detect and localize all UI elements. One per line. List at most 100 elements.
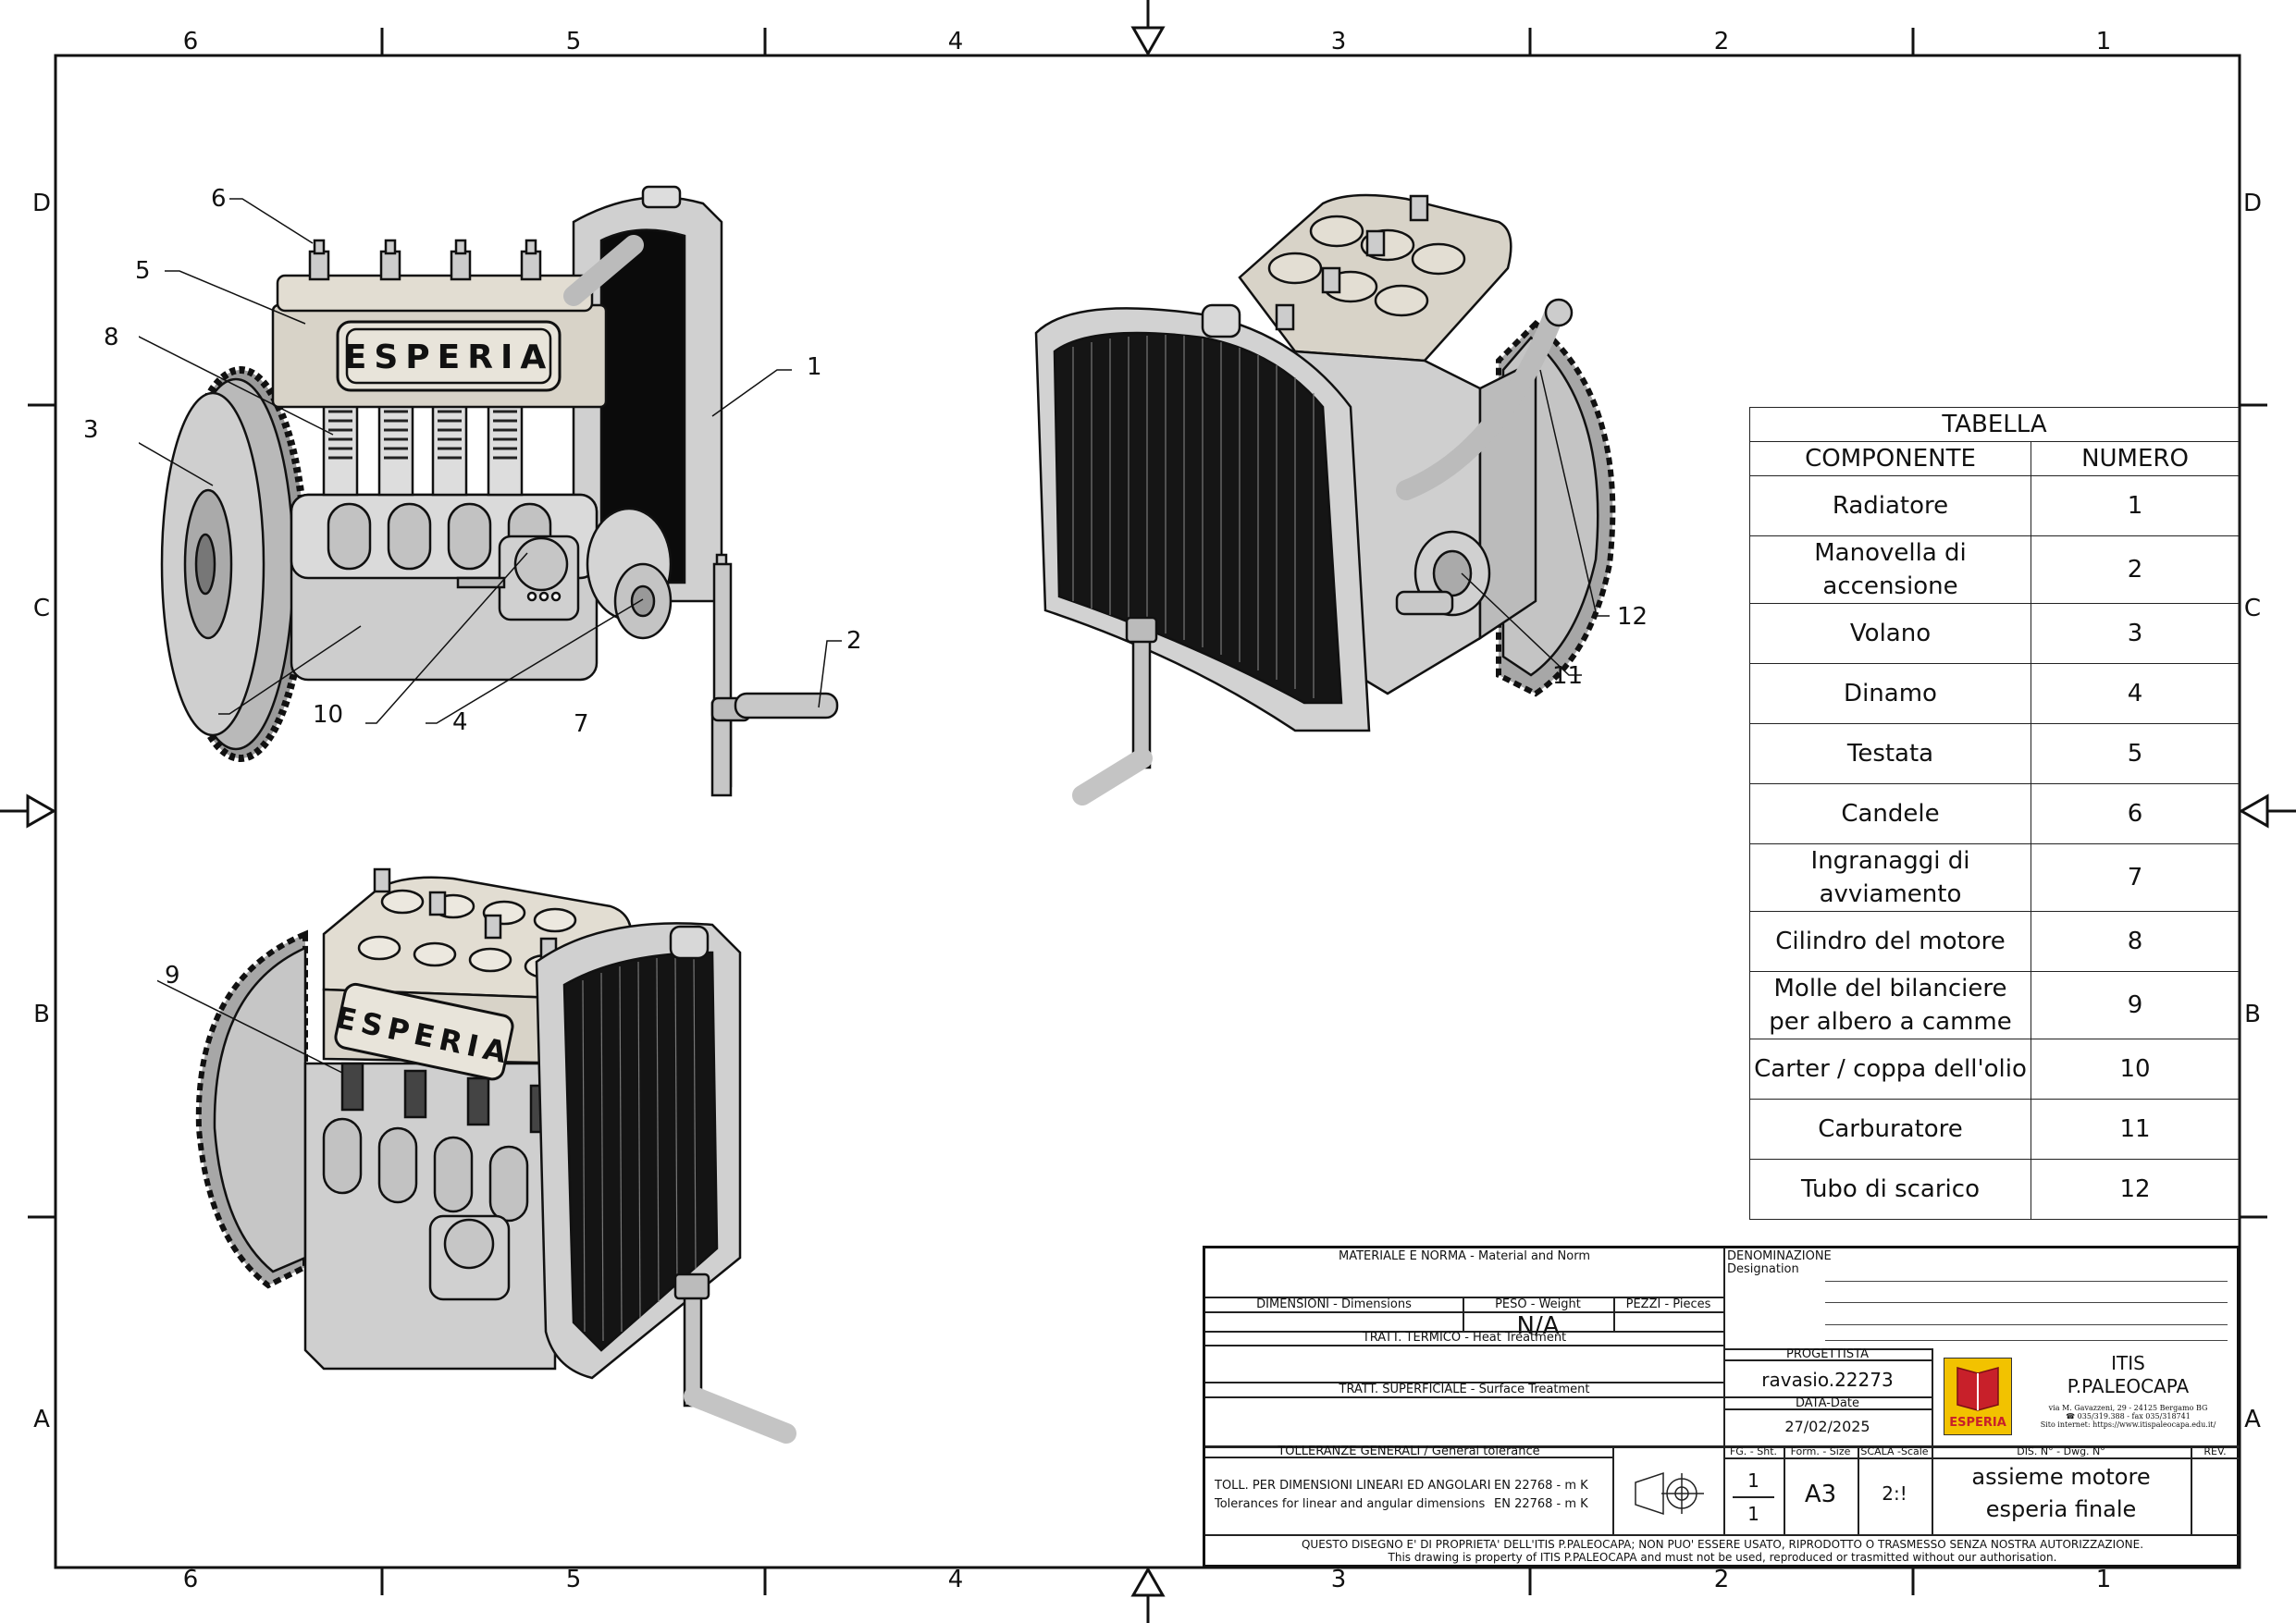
callout-12: 12 (1617, 603, 1648, 631)
component-name: Volano (1749, 603, 2031, 664)
component-name: Ingranaggi di avviamento (1749, 843, 2031, 912)
zone-col-4-top: 4 (947, 28, 964, 55)
component-name: Radiatore (1749, 475, 2031, 536)
revision-label: REV. (2203, 1445, 2227, 1457)
zone-row-d-right: D (2242, 190, 2263, 217)
designer-value: ravasio.22273 (1761, 1369, 1894, 1391)
component-number: 11 (2031, 1099, 2240, 1160)
date-value: 27/02/2025 (1784, 1418, 1870, 1435)
callout-2: 2 (846, 627, 862, 655)
drawing-number-label: DIS. N° - Dwg. N° (2017, 1445, 2105, 1457)
format-label: Form. - Size (1790, 1445, 1851, 1457)
zone-col-1-bottom: 1 (2095, 1566, 2112, 1593)
component-number: 3 (2031, 603, 2240, 664)
school-logo: ESPERIA (1944, 1358, 2012, 1435)
material-label: MATERIALE E NORMA - Material and Norm (1339, 1249, 1590, 1263)
engine-iso-view-right (1034, 193, 1616, 805)
table-header-number: NUMERO (2031, 441, 2240, 476)
weight-label: PESO - Weight (1495, 1297, 1581, 1311)
zone-col-3-top: 3 (1330, 28, 1347, 55)
starting-gears (586, 507, 673, 640)
cylinders (322, 400, 524, 497)
dynamo (456, 535, 580, 621)
spark-plugs (308, 239, 542, 281)
school-phone: ☎ 035/319.388 - fax 035/318741 (2066, 1412, 2191, 1420)
designation-label: DENOMINAZIONE (1727, 1249, 1832, 1263)
tolerance-line2-norm: EN 22768 - m K (1494, 1497, 1588, 1511)
flywheel (160, 366, 309, 762)
radiator (572, 185, 733, 788)
zone-col-5-bottom: 5 (565, 1566, 582, 1593)
surface-treatment-label: TRATT. SUPERFICIALE - Surface Treatment (1339, 1383, 1590, 1396)
exhaust-pipe (563, 235, 644, 306)
weight-value: N/A (1516, 1312, 1560, 1340)
sheet-total: 1 (1747, 1503, 1759, 1525)
designer-label: PROGETTISTA (1786, 1347, 1869, 1361)
component-name: Cilindro del motore (1749, 911, 2031, 972)
callout-11: 11 (1552, 662, 1584, 690)
component-number: 2 (2031, 535, 2240, 604)
component-name: Dinamo (1749, 663, 2031, 724)
pieces-label: PEZZI - Pieces (1625, 1297, 1711, 1311)
scale-value: 2:! (1882, 1482, 1907, 1505)
svg-text:ESPERIA: ESPERIA (344, 338, 553, 376)
callout-3: 3 (83, 416, 99, 444)
callout-1: 1 (807, 353, 822, 381)
component-number: 5 (2031, 723, 2240, 784)
valve-springs (328, 410, 517, 460)
component-name: Testata (1749, 723, 2031, 784)
zone-col-3-bottom: 3 (1330, 1566, 1347, 1593)
cylinder-head: ESPERIA (271, 274, 608, 409)
zone-col-6-top: 6 (182, 28, 199, 55)
zone-col-5-top: 5 (565, 28, 582, 55)
callout-8: 8 (104, 324, 119, 351)
radiator-iso (1034, 303, 1371, 732)
component-name: Tubo di scarico (1749, 1159, 2031, 1220)
zone-row-b-left: B (33, 1001, 50, 1028)
component-name: Carter / coppa dell'olio (1749, 1039, 2031, 1100)
component-number: 8 (2031, 911, 2240, 972)
component-number: 4 (2031, 663, 2240, 724)
school-line2: P.PALEOCAPA (2067, 1375, 2190, 1397)
component-name: Manovella di accensione (1749, 535, 2031, 604)
zone-row-a-left: A (33, 1406, 50, 1433)
zone-row-c-right: C (2243, 595, 2262, 622)
notice-italian: QUESTO DISEGNO E' DI PROPRIETA' DELL'ITI… (1301, 1538, 2144, 1551)
date-label: DATA-Date (1796, 1396, 1859, 1410)
engine-front-view: ESPERIA (139, 185, 842, 797)
zone-col-1-top: 1 (2095, 28, 2112, 55)
scale-label: SCALA -Scale (1860, 1445, 1929, 1457)
component-number: 6 (2031, 783, 2240, 844)
callout-4: 4 (452, 708, 468, 736)
book-logo-icon (1957, 1367, 1999, 1411)
component-number: 12 (2031, 1159, 2240, 1220)
tolerance-label: TOLLERANZE GENERALI / General tolerance (1278, 1445, 1540, 1458)
callout-5: 5 (135, 257, 151, 285)
component-name: Molle del bilanciere per albero a camme (1749, 971, 2031, 1039)
callout-6: 6 (211, 185, 227, 213)
component-number: 9 (2031, 971, 2240, 1039)
starting-crank (710, 692, 839, 797)
zone-row-a-right: A (2244, 1406, 2261, 1433)
sheet-label: FG. - Sht. (1729, 1445, 1778, 1457)
callout-10: 10 (313, 701, 344, 729)
component-number: 1 (2031, 475, 2240, 536)
school-address: via M. Gavazzeni, 29 - 24125 Bergamo BG (2048, 1404, 2208, 1412)
component-number: 7 (2031, 843, 2240, 912)
title-block: MATERIALE E NORMA - Material and Norm DI… (1203, 1246, 2240, 1568)
zone-row-c-left: C (32, 595, 51, 622)
tolerance-line1: TOLL. PER DIMENSIONI LINEARI ED ANGOLARI (1215, 1479, 1491, 1493)
zone-col-6-bottom: 6 (182, 1566, 199, 1593)
table-title: TABELLA (1749, 407, 2240, 442)
